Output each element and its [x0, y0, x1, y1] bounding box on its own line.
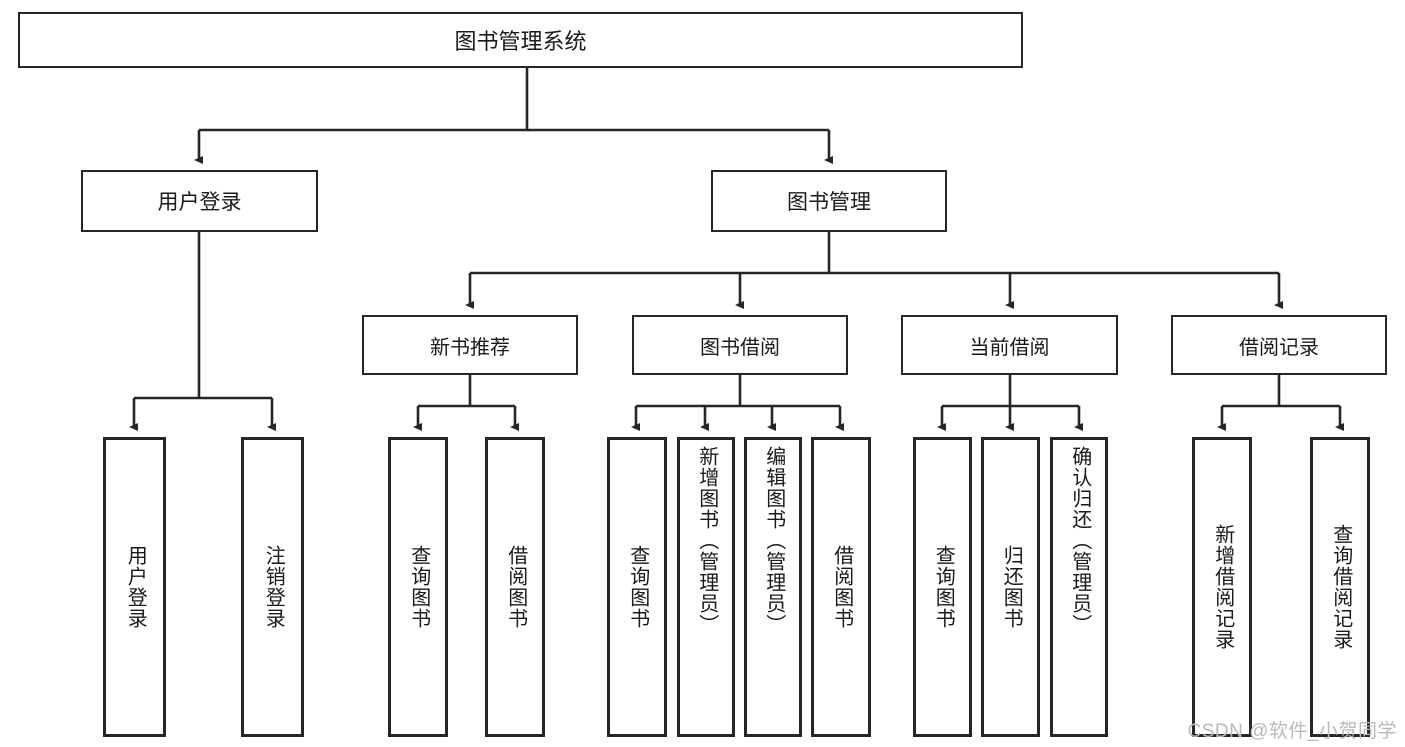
node-book-management[interactable]: 图书管理	[711, 170, 947, 232]
leaf-inner: 确认归还（管理员）	[1053, 440, 1105, 740]
leaf-confirm-return-admin[interactable]: 确认归还（管理员）	[1050, 437, 1108, 737]
node-label: 图书管理系统	[454, 29, 587, 54]
leaf-borrow-book[interactable]: 借阅图书	[811, 437, 871, 737]
leaf-inner: 归还图书	[984, 440, 1037, 734]
node-user-login[interactable]: 用户登录	[81, 170, 318, 232]
leaf-inner: 查询图书	[610, 440, 664, 734]
leaf-inner: 查询图书	[916, 440, 969, 734]
leaf-query-book-borrow[interactable]: 查询图书	[607, 437, 667, 737]
node-label: 图书管理	[787, 191, 871, 214]
leaf-add-book-admin[interactable]: 新增图书（管理员）	[677, 437, 735, 737]
leaf-inner: 查询图书	[391, 440, 445, 734]
csdn-watermark: CSDN @软件_小贺同学	[1187, 721, 1397, 742]
leaf-inner: 用户登录	[106, 440, 163, 734]
leaf-user-login[interactable]: 用户登录	[103, 437, 166, 737]
node-label: 新书推荐	[430, 336, 510, 359]
leaf-logout-login[interactable]: 注销登录	[241, 437, 304, 737]
leaf-return-book[interactable]: 归还图书	[981, 437, 1040, 737]
node-label: 图书借阅	[700, 336, 780, 359]
node-book-borrow[interactable]: 图书借阅	[632, 315, 848, 375]
leaf-inner: 编辑图书（管理员）	[747, 440, 799, 740]
leaf-inner: 注销登录	[244, 440, 301, 734]
leaf-borrow-book-recommend[interactable]: 借阅图书	[485, 437, 545, 737]
leaf-query-book-current[interactable]: 查询图书	[913, 437, 972, 737]
leaf-label: 确认归还（管理员）	[1068, 446, 1091, 635]
node-current-borrow[interactable]: 当前借阅	[901, 315, 1118, 375]
leaf-label: 注销登录	[262, 545, 285, 629]
leaf-label: 查询图书	[407, 545, 430, 629]
leaf-inner: 新增借阅记录	[1195, 440, 1249, 734]
leaf-label: 编辑图书（管理员）	[762, 446, 785, 635]
leaf-label: 新增图书（管理员）	[695, 446, 718, 635]
node-label: 借阅记录	[1239, 336, 1319, 359]
leaf-query-borrow-record[interactable]: 查询借阅记录	[1310, 437, 1370, 737]
leaf-label: 借阅图书	[830, 545, 853, 629]
leaf-label: 新增借阅记录	[1211, 524, 1234, 650]
node-label: 当前借阅	[969, 336, 1050, 359]
leaf-label: 查询图书	[626, 545, 649, 629]
node-label: 用户登录	[157, 191, 242, 214]
leaf-inner: 借阅图书	[814, 440, 868, 734]
leaf-label: 借阅图书	[504, 545, 527, 629]
leaf-query-book-recommend[interactable]: 查询图书	[388, 437, 448, 737]
leaf-label: 用户登录	[124, 545, 147, 629]
node-root-system[interactable]: 图书管理系统	[18, 12, 1023, 68]
leaf-add-borrow-record[interactable]: 新增借阅记录	[1192, 437, 1252, 737]
node-new-book-recommend[interactable]: 新书推荐	[362, 315, 578, 375]
leaf-label: 查询图书	[932, 545, 955, 629]
leaf-edit-book-admin[interactable]: 编辑图书（管理员）	[744, 437, 802, 737]
leaf-label: 查询借阅记录	[1329, 524, 1352, 650]
node-borrow-record[interactable]: 借阅记录	[1171, 315, 1387, 375]
leaf-label: 归还图书	[1000, 545, 1023, 629]
leaf-inner: 查询借阅记录	[1313, 440, 1367, 734]
leaf-inner: 借阅图书	[488, 440, 542, 734]
leaf-inner: 新增图书（管理员）	[680, 440, 732, 740]
